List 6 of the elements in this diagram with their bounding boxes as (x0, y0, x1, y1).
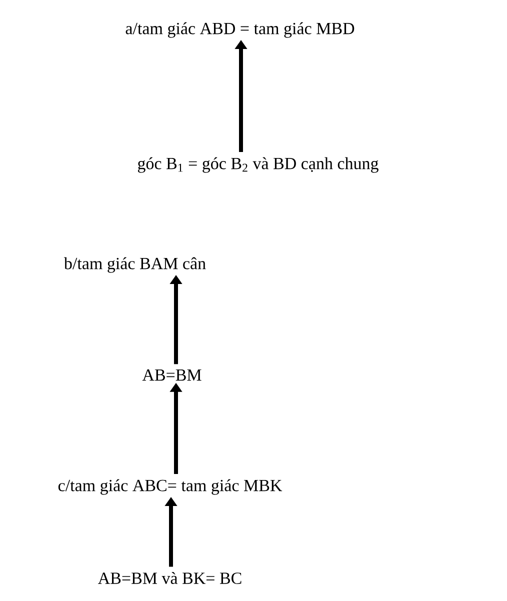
statement-text: AB=BM (142, 369, 202, 381)
statement-text: c/tam giác ABC= tam giác MBK (58, 479, 282, 495)
statement-text: a/tam giác ABD = tam giác MBD (126, 22, 354, 38)
statement-text: góc B$_{1}$ = góc B$_{2}$ và BD cạnh chung (138, 157, 378, 173)
statement-text: b/tam giác BAM cân (64, 257, 206, 273)
statement-text: AB=BM và BK= BC (98, 572, 242, 584)
